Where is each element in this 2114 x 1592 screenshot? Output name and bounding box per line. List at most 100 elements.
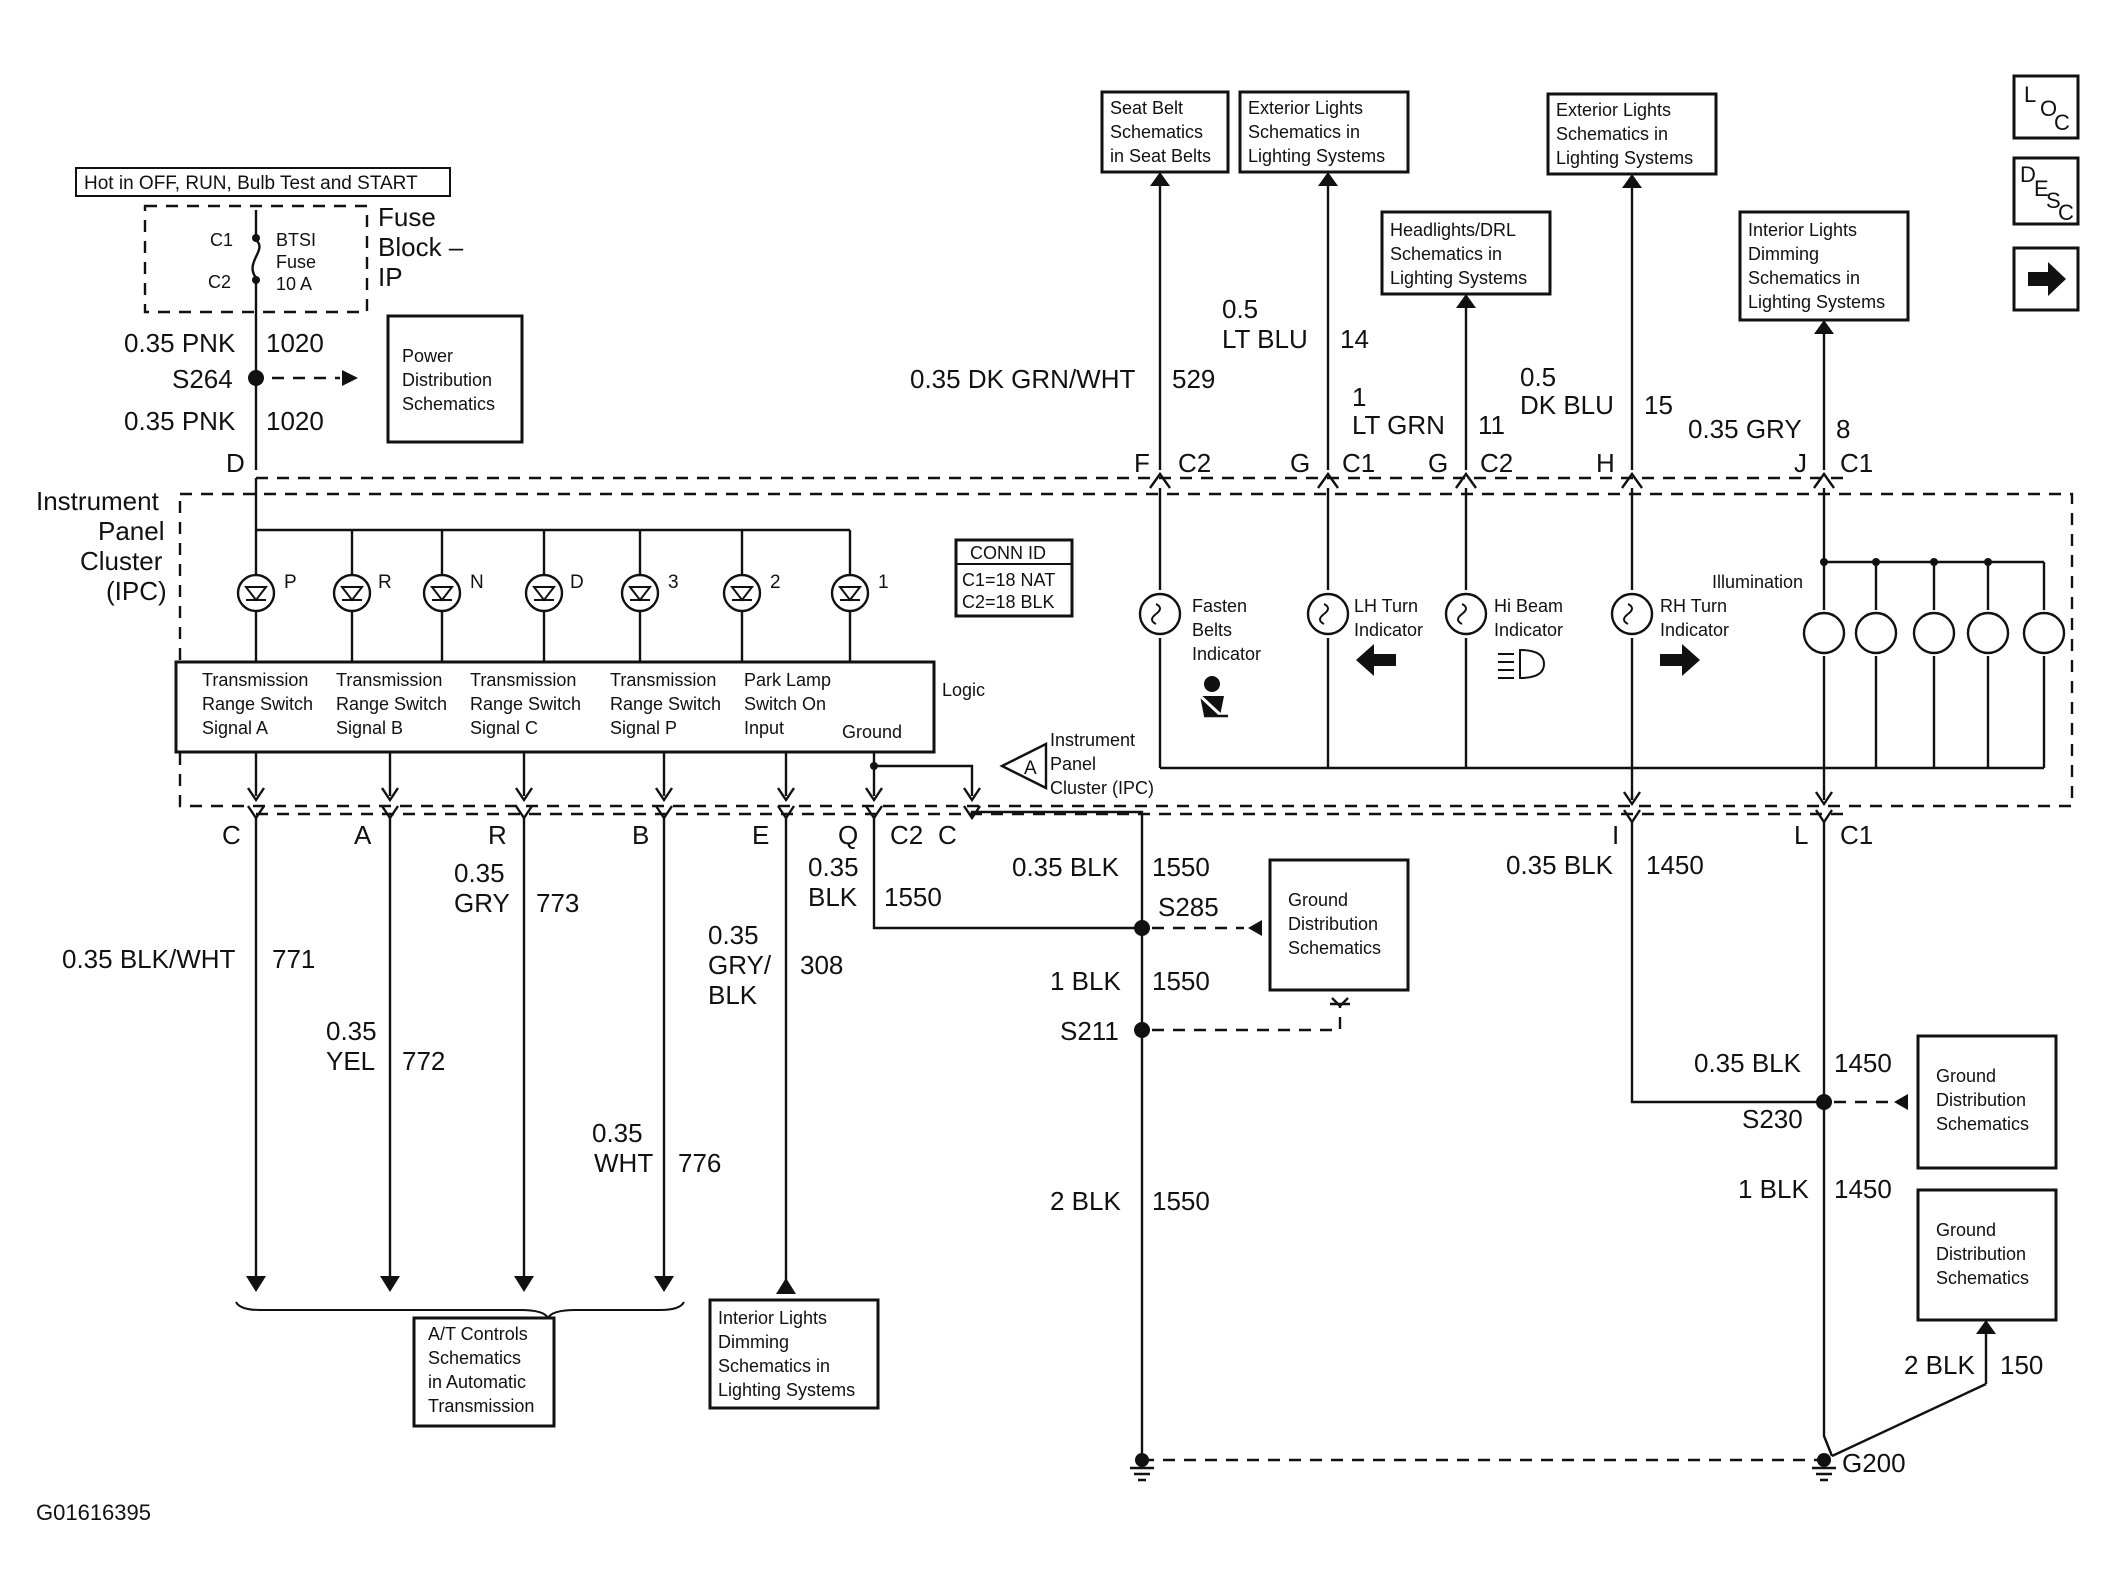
wire-772-size-2: YEL (326, 1046, 375, 1076)
svg-text:Schematics: Schematics (1288, 938, 1381, 958)
wire-2blk-size: 2 BLK (1050, 1186, 1121, 1216)
svg-text:Exterior Lights: Exterior Lights (1556, 100, 1671, 120)
fuse-c1-label: C1 (210, 230, 233, 250)
wire-776-circuit: 776 (678, 1148, 721, 1178)
wire-11-circuit: 11 (1478, 410, 1505, 440)
bracket-line (235, 1301, 685, 1321)
logic-box (174, 660, 936, 754)
conn-id-box: CONN ID C1=18 NAT C2=18 BLK (954, 538, 1074, 618)
logic-label: Logic (942, 680, 985, 700)
wire-308-circuit: 308 (800, 950, 843, 980)
desc-letter-c: C (2058, 200, 2074, 225)
wire-773 (514, 752, 534, 1292)
svg-text:A: A (1024, 758, 1037, 779)
wire-150 (1831, 1334, 1988, 1458)
exterior-lights-ref-2[interactable]: Exterior Lights Schematics in Lighting S… (1546, 92, 1718, 176)
svg-text:Belts: Belts (1192, 620, 1232, 640)
fuse-name-line-1: BTSI (276, 230, 316, 250)
svg-text:Lighting Systems: Lighting Systems (1390, 268, 1527, 288)
pin-b: B (632, 820, 649, 850)
logic-col-signal-c: Transmission Range Switch Signal C (470, 670, 581, 738)
svg-text:Panel: Panel (1050, 754, 1096, 774)
svg-text:Transmission: Transmission (610, 670, 716, 690)
svg-text:Ground: Ground (1936, 1220, 1996, 1240)
svg-text:in Automatic: in Automatic (428, 1372, 526, 1392)
svg-text:Interior Lights: Interior Lights (1748, 220, 1857, 240)
svg-text:Range Switch: Range Switch (336, 694, 447, 714)
wire-773-size-1: 0.35 (454, 858, 505, 888)
wire-l-size: 0.35 BLK (1694, 1048, 1802, 1078)
svg-text:Schematics in: Schematics in (1556, 124, 1668, 144)
svg-text:C2=18 BLK: C2=18 BLK (962, 592, 1055, 612)
splice-s211-icon (1134, 1022, 1150, 1038)
wire-771-circuit: 771 (272, 944, 315, 974)
svg-text:in Seat Belts: in Seat Belts (1110, 146, 1211, 166)
exterior-lights-ref-1[interactable]: Exterior Lights Schematics in Lighting S… (1238, 90, 1410, 174)
svg-text:Schematics: Schematics (428, 1348, 521, 1368)
wire-2blk-r-circuit: 150 (2000, 1350, 2043, 1380)
pin-l: L (1794, 820, 1808, 850)
interior-lights-dimming-ref-top[interactable]: Interior Lights Dimming Schematics in Li… (1738, 210, 1910, 322)
pin-g-c1: G (1290, 448, 1310, 478)
interior-lights-dimming-ref-bottom[interactable]: Interior Lights Dimming Schematics in Li… (708, 1298, 880, 1410)
svg-text:Lighting Systems: Lighting Systems (1248, 146, 1385, 166)
at-controls-schematics-ref[interactable]: A/T Controls Schematics in Automatic Tra… (412, 1316, 556, 1428)
wire-l-circuit: 1450 (1834, 1048, 1892, 1078)
wire-1blk-r-size: 1 BLK (1738, 1174, 1809, 1204)
logic-col-signal-p: Transmission Range Switch Signal P (610, 670, 721, 738)
wire-771-size: 0.35 BLK/WHT (62, 944, 236, 974)
wire-529-size: 0.35 DK GRN/WHT (910, 364, 1135, 394)
svg-text:Range Switch: Range Switch (202, 694, 313, 714)
svg-text:Schematics: Schematics (1936, 1114, 2029, 1134)
illumination-bulbs: Illumination (1712, 471, 2066, 800)
splice-s230-label: S230 (1742, 1104, 1803, 1134)
diagram-id: G01616395 (36, 1500, 151, 1525)
svg-text:CONN ID: CONN ID (970, 543, 1046, 563)
fuse-c2-label: C2 (208, 272, 231, 292)
splice-s264-label: S264 (172, 364, 233, 394)
wire-773-circuit: 773 (536, 888, 579, 918)
prndl-indicator-1: 1 (830, 530, 889, 662)
prndl-indicator-p: P (236, 530, 297, 662)
svg-text:Signal B: Signal B (336, 718, 403, 738)
pin-h: H (1596, 448, 1615, 478)
conn-c2-f: C2 (1178, 448, 1211, 478)
conn-c1-j: C1 (1840, 448, 1873, 478)
wire-529 (1150, 172, 1170, 470)
svg-text:1: 1 (878, 572, 889, 593)
svg-text:Schematics in: Schematics in (1248, 122, 1360, 142)
wire-772-size-1: 0.35 (326, 1016, 377, 1046)
prndl-indicator-3: 3 (620, 530, 679, 662)
description-nav-button[interactable]: D E S C (2012, 156, 2080, 226)
seat-belt-schematics-ref[interactable]: Seat Belt Schematics in Seat Belts (1100, 90, 1230, 174)
ipc-title-line-4: (IPC) (106, 576, 167, 606)
wire-8-circuit: 8 (1836, 414, 1850, 444)
svg-text:Range Switch: Range Switch (610, 694, 721, 714)
svg-text:C1=18 NAT: C1=18 NAT (962, 570, 1055, 590)
logic-col-park-lamp: Park Lamp Switch On Input (744, 670, 831, 738)
svg-text:Lighting Systems: Lighting Systems (1556, 148, 1693, 168)
ground-distribution-ref-2[interactable]: Ground Distribution Schematics (1916, 1034, 2058, 1170)
desc-letter-d: D (2020, 162, 2036, 187)
svg-text:Ground: Ground (1936, 1066, 1996, 1086)
svg-text:Fasten: Fasten (1192, 596, 1247, 616)
wire-11 (1456, 294, 1476, 470)
wire-308-size-1: 0.35 (708, 920, 759, 950)
ground-distribution-ref-1[interactable]: Ground Distribution Schematics (1268, 858, 1410, 992)
svg-text:Dimming: Dimming (718, 1332, 789, 1352)
pin-c-ground: C (938, 820, 957, 850)
wire-776-size-2: WHT (594, 1148, 653, 1178)
wire-q-size-1: 0.35 (808, 852, 859, 882)
wire-14-size-2: LT BLU (1222, 324, 1308, 354)
right-arrow-icon (2028, 262, 2066, 296)
splice-s230-icon (1816, 1094, 1832, 1110)
next-page-button[interactable] (2012, 246, 2080, 312)
location-nav-button[interactable]: L O C (2012, 74, 2080, 140)
headlights-drl-ref[interactable]: Headlights/DRL Schematics in Lighting Sy… (1380, 210, 1552, 296)
wire-q-circuit: 1550 (884, 882, 942, 912)
svg-text:Transmission: Transmission (336, 670, 442, 690)
power-distribution-ref[interactable]: Power Distribution Schematics (386, 314, 524, 444)
ground-distribution-ref-3[interactable]: Ground Distribution Schematics (1916, 1188, 2058, 1322)
wire-11-size-1: 1 (1352, 382, 1366, 412)
